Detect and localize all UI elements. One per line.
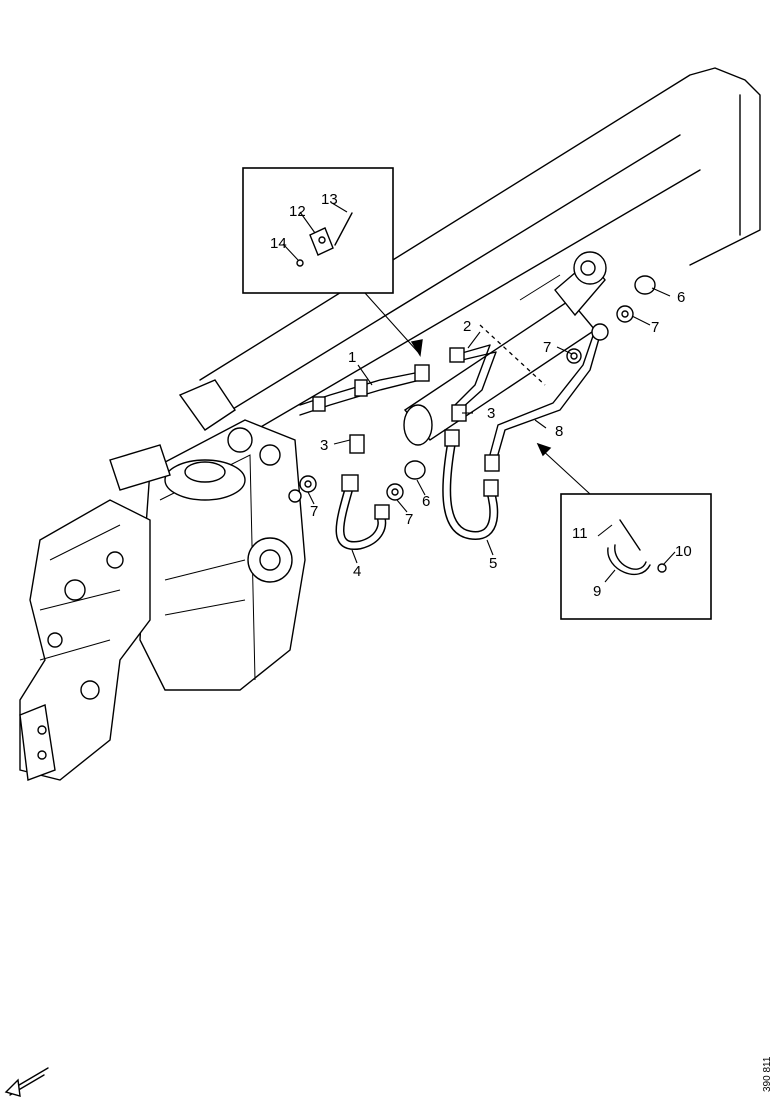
callout-label-13: 13 <box>321 191 338 208</box>
document-id: 390 811 <box>762 1056 773 1092</box>
callout-label-4: 4 <box>353 563 361 580</box>
callout-label-7-right: 7 <box>651 319 659 336</box>
frame-rail <box>199 67 761 446</box>
leader-lower-box <box>539 447 591 495</box>
pipe-2 <box>449 344 497 422</box>
pipe-8 <box>484 323 609 472</box>
callout-label-6: 6 <box>422 493 430 510</box>
washers-plugs <box>288 275 656 503</box>
mounting-bracket <box>19 444 171 781</box>
callout-label-8: 8 <box>555 423 563 440</box>
callout-label-10: 10 <box>675 543 692 560</box>
hose-4 <box>335 434 390 550</box>
pipe-1 <box>299 364 430 416</box>
callout-label-3-right: 3 <box>487 405 495 422</box>
callout-label-3: 3 <box>320 437 328 454</box>
callout-label-5: 5 <box>489 555 497 572</box>
hose-5 <box>442 429 499 540</box>
callout-label-7: 7 <box>310 503 318 520</box>
callout-label-1: 1 <box>348 349 356 366</box>
callout-label-11: 11 <box>572 525 588 542</box>
callout-label-7-mid: 7 <box>405 511 413 528</box>
steering-gear <box>139 379 306 691</box>
callout-leaders <box>307 287 671 564</box>
leader-upper-box <box>364 292 419 353</box>
callout-label-12: 12 <box>289 203 306 220</box>
leader-arrow-lower <box>536 442 552 457</box>
callout-label-7-upper: 7 <box>543 339 551 356</box>
leader-arrow-upper <box>410 339 423 358</box>
callout-label-2: 2 <box>463 318 471 335</box>
detail-box-upper <box>242 167 394 294</box>
callout-label-6-right: 6 <box>677 289 685 306</box>
callout-label-9: 9 <box>593 583 601 600</box>
arrow-down-left-icon <box>4 1067 49 1097</box>
detail-box-lower <box>560 493 712 620</box>
callout-label-14: 14 <box>270 235 287 252</box>
